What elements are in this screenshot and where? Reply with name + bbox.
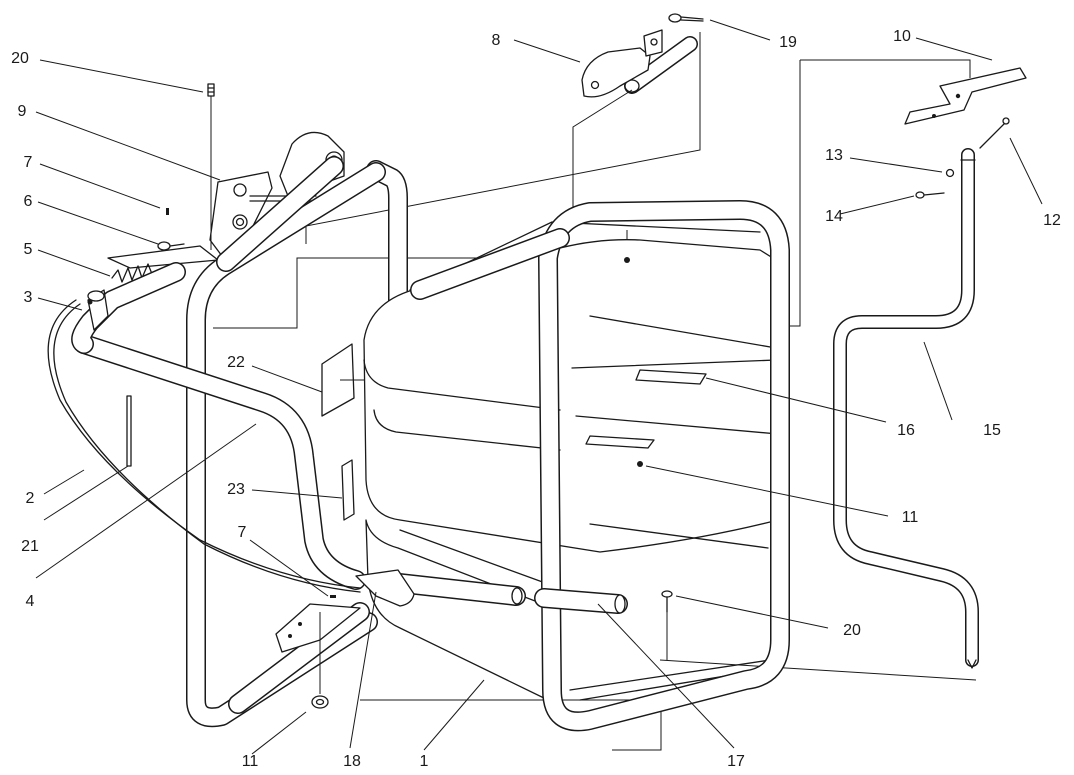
plate-16-a	[635, 369, 707, 385]
nut-11-right	[637, 461, 643, 467]
decal-22	[321, 343, 355, 417]
callout-15: 15	[983, 422, 1001, 439]
handle-bracket-18	[228, 569, 526, 714]
pin-12	[979, 117, 1010, 149]
callout-6: 6	[24, 193, 33, 210]
callout-23: 23	[227, 481, 245, 498]
pin-7-bottom	[330, 595, 336, 598]
sleeve-17	[534, 588, 628, 614]
bolt-20-right	[661, 590, 673, 660]
grab-bar-4	[71, 262, 366, 590]
callout-12: 12	[1043, 212, 1061, 229]
callout-7-bottom: 7	[238, 524, 247, 541]
bolt-20-top	[207, 83, 215, 250]
callout-labels: 20 9 7 6 5 3 2 21 4 22 23 7 11 18 1 17 2…	[11, 28, 1061, 770]
callout-13: 13	[825, 147, 843, 164]
decal-23	[341, 459, 355, 521]
callout-10: 10	[893, 28, 911, 45]
cable-2	[47, 299, 361, 589]
callout-1: 1	[420, 753, 429, 770]
callout-4: 4	[26, 593, 35, 610]
plate-16-b	[585, 435, 655, 449]
callout-2: 2	[26, 490, 35, 507]
callout-9: 9	[18, 103, 27, 120]
callout-11-bottom: 11	[242, 753, 259, 770]
callout-11-right: 11	[902, 509, 919, 526]
callout-17: 17	[727, 753, 745, 770]
nut-11-bottom	[311, 612, 329, 709]
decal-21	[126, 395, 132, 467]
callout-16: 16	[897, 422, 915, 439]
pin-7-top	[166, 208, 169, 215]
lower-plate	[275, 603, 361, 653]
side-rod-15	[833, 148, 979, 669]
callout-22: 22	[227, 354, 245, 371]
cotter-pin-19	[668, 13, 704, 23]
callout-20-top: 20	[11, 50, 29, 67]
fastener-top	[624, 257, 630, 263]
callout-14: 14	[825, 208, 843, 225]
hinge-bracket-8	[581, 29, 698, 98]
callout-18: 18	[343, 753, 361, 770]
callout-7-top: 7	[24, 154, 33, 171]
cable-2-sheath	[53, 303, 361, 593]
bolt-6	[157, 241, 185, 251]
bracket-10	[904, 67, 1027, 125]
callout-8: 8	[492, 32, 501, 49]
callout-3: 3	[24, 289, 33, 306]
rear-square-frame	[410, 200, 790, 732]
leader-lines	[35, 19, 1043, 755]
left-frame-1	[186, 156, 408, 728]
callout-20-right: 20	[843, 622, 861, 639]
callout-5: 5	[24, 241, 33, 258]
cotter-pin-14	[915, 191, 945, 199]
callout-21: 21	[21, 538, 39, 555]
washer-13	[945, 168, 955, 178]
callout-19: 19	[779, 34, 797, 51]
spring-5	[111, 263, 153, 283]
seat-body	[363, 221, 779, 701]
